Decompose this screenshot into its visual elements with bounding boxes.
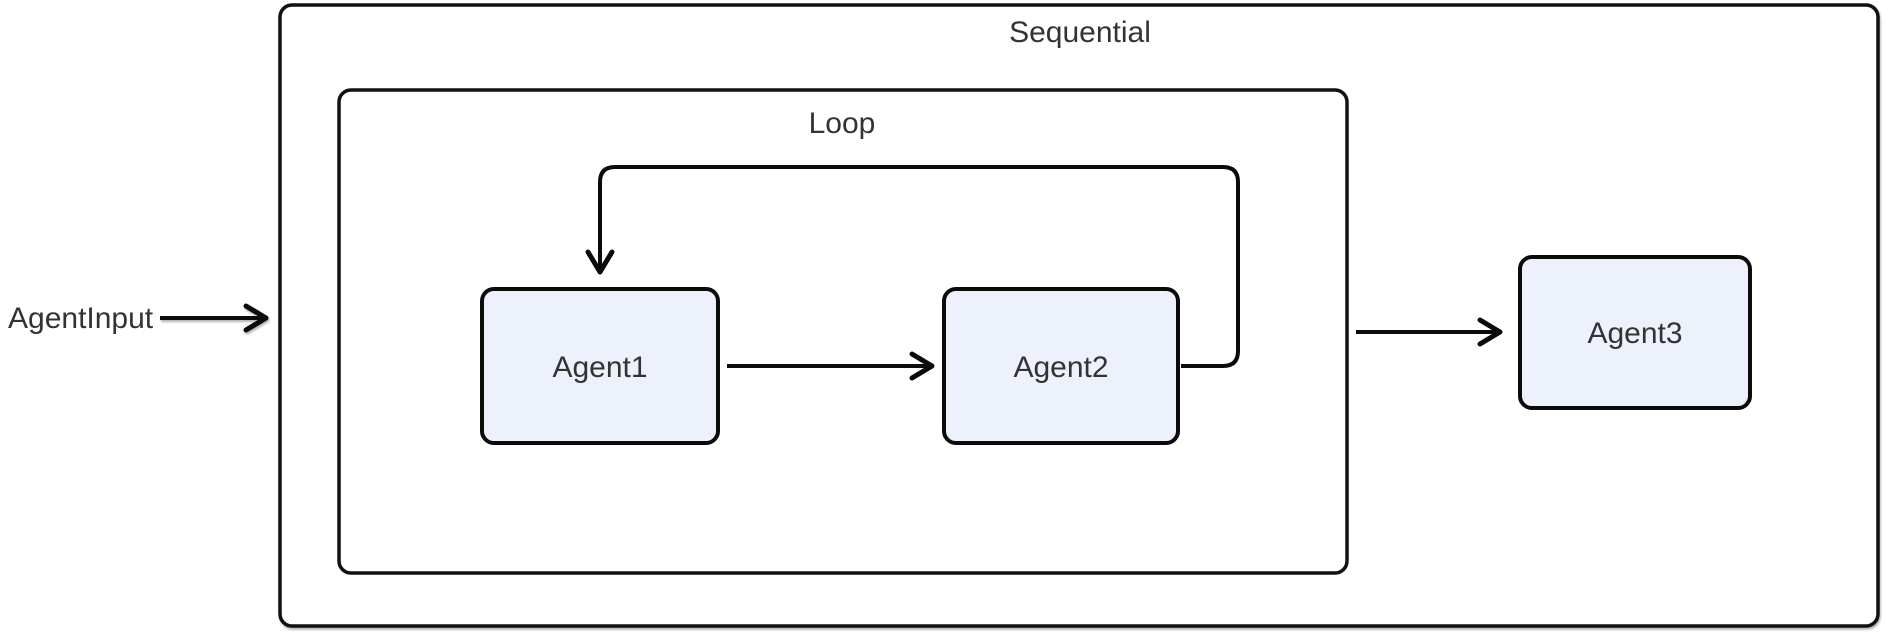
agent2-node bbox=[942, 287, 1180, 445]
agent3-node-label: Agent3 bbox=[1587, 317, 1682, 350]
edge-agent2-loopback-agent1 bbox=[585, 165, 1240, 368]
agent-input-label: AgentInput bbox=[8, 302, 154, 335]
agent2-node-label: Agent2 bbox=[1013, 351, 1108, 384]
agent3-node bbox=[1518, 255, 1752, 410]
loop-container-label: Loop bbox=[809, 107, 876, 140]
loop-container bbox=[337, 88, 1349, 575]
agent1-node-label: Agent1 bbox=[552, 351, 647, 384]
sequential-container-label: Sequential bbox=[1009, 16, 1151, 49]
agent1-node bbox=[480, 287, 720, 445]
